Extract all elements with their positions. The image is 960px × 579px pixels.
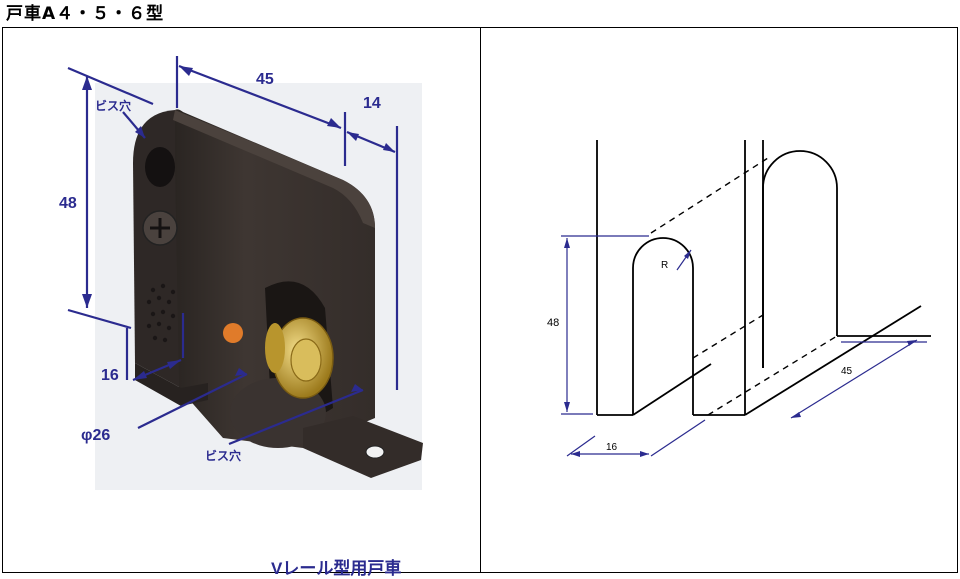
- drawing-length-label: 45: [841, 366, 853, 377]
- drawing-arrowheads: [564, 238, 917, 457]
- photo-illustration: 45 14 48 16 φ26 ビス穴 ビス穴: [59, 56, 423, 490]
- adjuster-dots: [146, 283, 176, 343]
- screw-hole-bottom-label: ビス穴: [205, 448, 241, 463]
- roller-body: [133, 109, 423, 478]
- dimension-arrowheads: [82, 66, 395, 392]
- dim-wheel-label: φ26: [81, 427, 110, 444]
- dim-base-label: 16: [101, 367, 119, 384]
- screw-hole-top: [145, 147, 175, 187]
- roller-outline: [596, 140, 931, 416]
- page-title: 戸車A４・５・６型: [6, 4, 165, 24]
- dim-thickness-label: 14: [363, 95, 381, 112]
- technical-drawing: 48 R 16 45: [547, 140, 931, 457]
- dim-height-label: 48: [59, 195, 77, 212]
- drawing-panel: 48 R 16 45: [480, 27, 958, 573]
- drawing-dimension-lines: [561, 235, 927, 457]
- drawing-width-label: 16: [606, 442, 618, 453]
- orange-marker: [223, 323, 243, 343]
- photo-caption: Vレール型用戸車: [271, 559, 402, 578]
- photo-panel: 45 14 48 16 φ26 ビス穴 ビス穴 Vレール型用戸車: [2, 27, 481, 578]
- dim-width-label: 45: [256, 71, 274, 88]
- mounting-plate: [303, 416, 423, 478]
- drawing-height-label: 48: [547, 317, 559, 329]
- hidden-lines: [650, 157, 838, 416]
- drawing-radius-label: R: [661, 260, 668, 271]
- screw-hole-top-label: ビス穴: [95, 98, 131, 113]
- screw-hole-bottom: [365, 445, 385, 459]
